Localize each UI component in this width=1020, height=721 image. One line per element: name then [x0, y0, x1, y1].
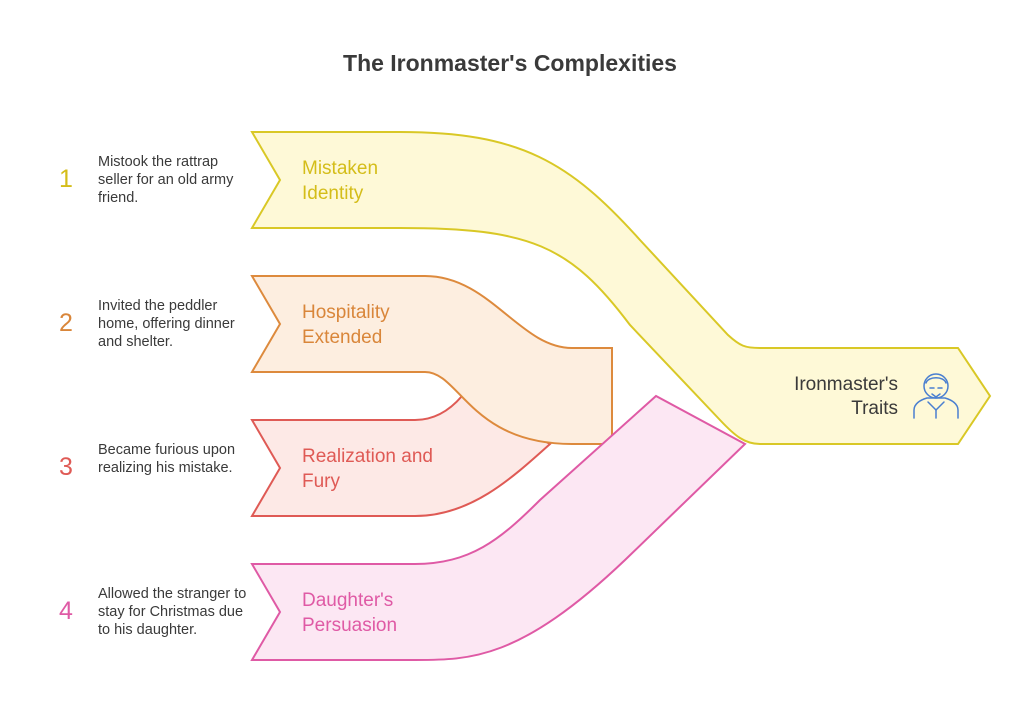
step-description-2: Invited the peddler home, offering dinne…	[98, 298, 235, 350]
step-number-4: 4	[59, 597, 73, 625]
flow-label-daughter-line2: Persuasion	[302, 615, 397, 636]
step-number-2: 2	[59, 309, 73, 337]
result-label-line2: Traits	[851, 398, 898, 419]
step-number-3: 3	[59, 453, 73, 481]
flow-band-mistaken-identity	[250, 131, 992, 445]
flow-band-daughters-persuasion	[250, 394, 747, 661]
flow-label-daughter-line1: Daughter's	[302, 590, 393, 611]
diagram-title: The Ironmaster's Complexities	[343, 50, 677, 76]
flow-band-realization-fury	[250, 394, 552, 517]
flow-label-mistaken-line1: Mistaken	[302, 158, 378, 179]
step-description-4: Allowed the stranger to stay for Christm…	[98, 586, 247, 638]
flow-label-mistaken-line2: Identity	[302, 183, 364, 204]
ironmaster-person-icon	[913, 373, 959, 419]
flow-label-hospitality-line1: Hospitality	[302, 302, 390, 323]
step-number-1: 1	[59, 165, 73, 193]
result-label-line1: Ironmaster's	[794, 374, 898, 395]
flow-label-hospitality-line2: Extended	[302, 327, 382, 348]
flow-label-realization-line2: Fury	[302, 471, 341, 492]
flow-label-realization-line1: Realization and	[302, 446, 433, 467]
step-description-3: Became furious upon realizing his mistak…	[98, 442, 236, 476]
step-description-1: Mistook the rattrap seller for an old ar…	[98, 154, 234, 206]
flow-band-hospitality	[250, 275, 613, 445]
